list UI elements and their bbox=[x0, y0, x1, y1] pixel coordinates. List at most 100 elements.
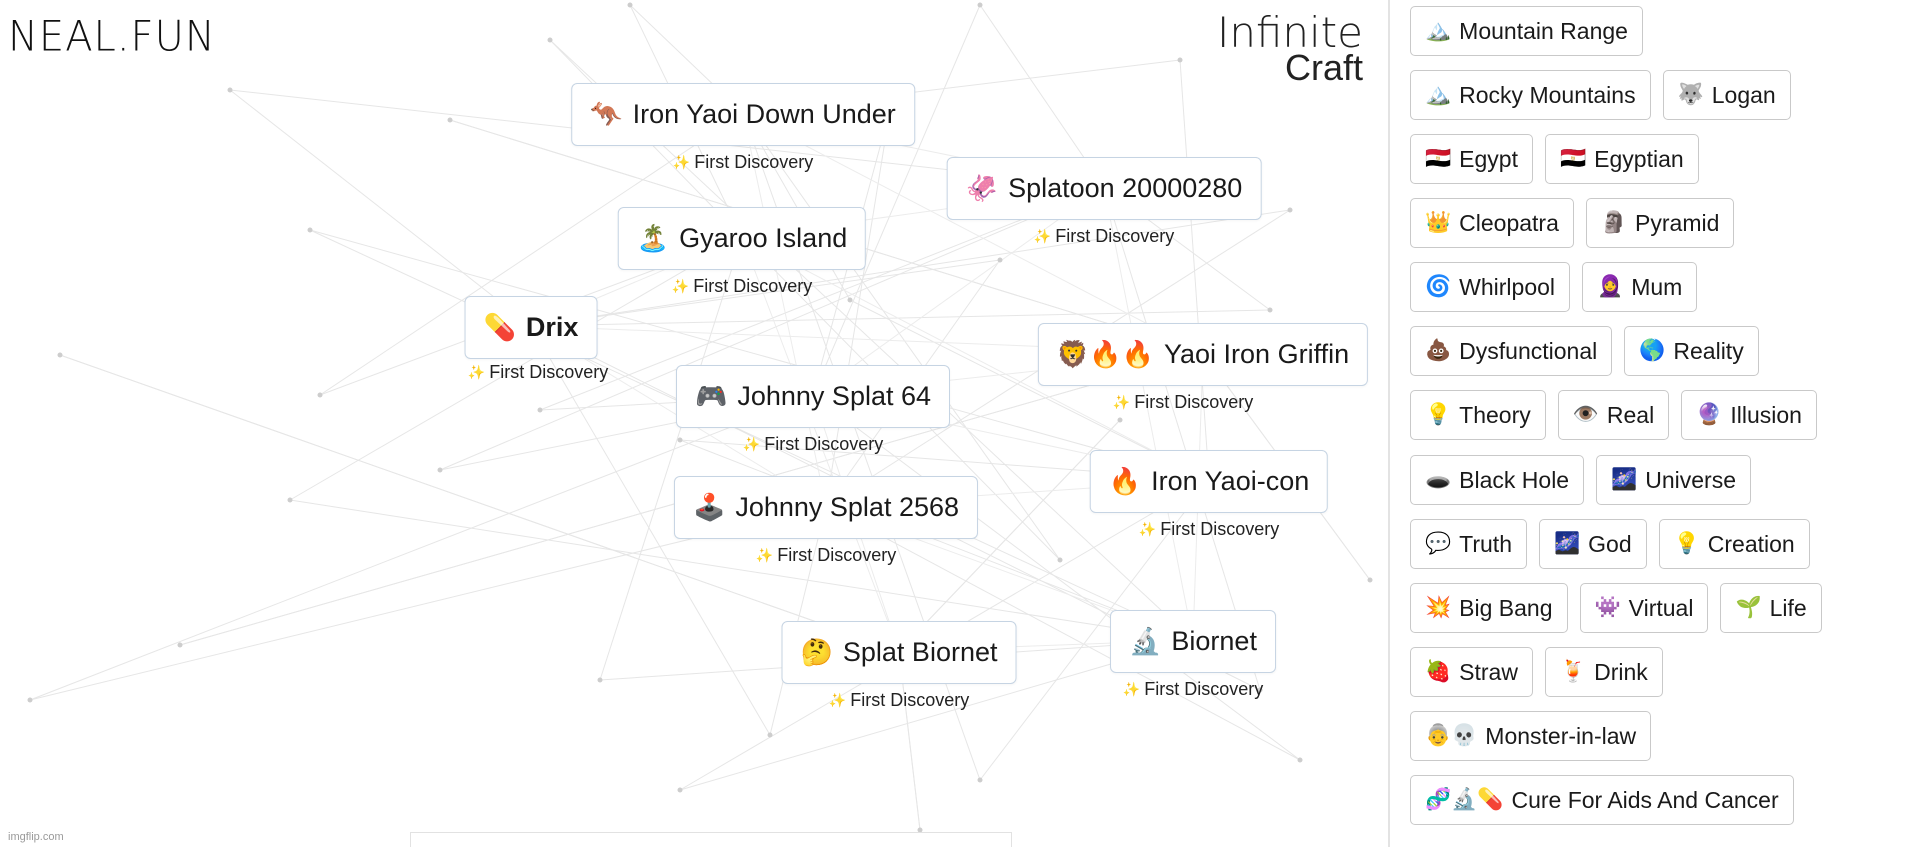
sidebar-item-monster-in-law[interactable]: 👵💀Monster-in-law bbox=[1410, 711, 1652, 761]
item-emoji-icon: 💡 bbox=[1673, 532, 1700, 555]
first-discovery-badge: ✨ First Discovery bbox=[1113, 392, 1253, 413]
canvas-element-gyaroo-island[interactable]: 🏝️ Gyaroo Island bbox=[617, 207, 867, 270]
connection-line bbox=[229, 89, 532, 327]
sidebar-item-cleopatra[interactable]: 👑Cleopatra bbox=[1410, 198, 1574, 248]
canvas-element-splat-biornet[interactable]: 🤔 Splat Biornet bbox=[781, 621, 1017, 684]
connection-line bbox=[439, 186, 1105, 471]
item-label: Creation bbox=[1707, 530, 1795, 557]
connection-line bbox=[289, 499, 1194, 641]
sidebar-item-cure-for-aids-and-cancer[interactable]: 🧬🔬💊Cure For Aids And Cancer bbox=[1410, 775, 1794, 825]
sparkle-icon: ✨ bbox=[742, 436, 761, 452]
sidebar-item-drink[interactable]: 🍹Drink bbox=[1544, 647, 1663, 697]
item-label: Real bbox=[1606, 401, 1655, 428]
sidebar-item-black-hole[interactable]: 🕳️Black Hole bbox=[1410, 455, 1585, 505]
connection-line bbox=[679, 639, 1194, 791]
sidebar-item-illusion[interactable]: 🔮 Illusion bbox=[1681, 390, 1817, 440]
item-emoji-icon: 🔮 bbox=[1696, 403, 1723, 426]
canvas-element-iron-yaoi-down-under[interactable]: 🦘 Iron Yaoi Down Under bbox=[571, 83, 915, 146]
item-emoji-icon: 🕳️ bbox=[1425, 468, 1452, 491]
item-label: Cure For Aids And Cancer bbox=[1511, 786, 1779, 813]
discovery-label: First Discovery bbox=[693, 276, 813, 296]
sparkle-icon: ✨ bbox=[828, 692, 847, 708]
logo-craft-text: Craft bbox=[1284, 47, 1363, 88]
connection-line bbox=[979, 4, 1105, 188]
item-label: Illusion bbox=[1730, 401, 1802, 428]
item-emoji-icon: 👵💀 bbox=[1425, 724, 1478, 747]
sidebar-item-straw[interactable]: 🍓Straw bbox=[1410, 647, 1533, 697]
sidebar-item-real[interactable]: 👁️Real bbox=[1557, 390, 1670, 440]
sidebar-item-logan[interactable]: 🐺Logan bbox=[1662, 70, 1791, 120]
particle-dot bbox=[767, 732, 773, 738]
canvas-element-splatoon-20000280[interactable]: 🦑 Splatoon 20000280 bbox=[946, 157, 1262, 220]
connection-line bbox=[530, 325, 771, 736]
sidebar-row: 💬Truth🌌God 💡 Creation bbox=[1410, 519, 1810, 569]
connection-line bbox=[742, 112, 827, 507]
sidebar-item-virtual[interactable]: 👾Virtual bbox=[1579, 583, 1709, 633]
sidebar-item-mum[interactable]: 🧕Mum bbox=[1582, 262, 1698, 312]
sparkle-icon: ✨ bbox=[755, 547, 774, 563]
discovery-label: First Discovery bbox=[1055, 226, 1175, 246]
connection-line bbox=[679, 439, 1194, 641]
item-label: Mountain Range bbox=[1459, 17, 1628, 44]
sidebar-item-mountain-range[interactable]: 🏔️Mountain Range bbox=[1410, 6, 1643, 56]
particle-dot bbox=[1257, 687, 1263, 693]
item-emoji-icon: 🐺 bbox=[1677, 83, 1704, 106]
particle-dot bbox=[1297, 757, 1303, 763]
sidebar-item-rocky-mountains[interactable]: 🏔️Rocky Mountains bbox=[1410, 70, 1651, 120]
sidebar-row: 🍓Straw🍹Drink bbox=[1410, 647, 1663, 697]
particle-dot bbox=[1267, 307, 1273, 313]
first-discovery-badge: ✨ First Discovery bbox=[672, 276, 812, 297]
sparkle-icon: ✨ bbox=[1112, 394, 1131, 410]
sidebar-item-egypt[interactable]: 🇪🇬Egypt bbox=[1410, 134, 1533, 184]
connection-line bbox=[742, 112, 1061, 561]
canvas-element-biornet[interactable]: 🔬 Biornet bbox=[1110, 610, 1276, 673]
sparkle-icon: ✨ bbox=[1033, 228, 1052, 244]
sidebar-row: 👵💀Monster-in-law bbox=[1410, 711, 1652, 761]
element-label: Gyaroo Island bbox=[679, 223, 848, 253]
element-sidebar[interactable]: 🏔️Mountain Range 🏔️Rocky Mountains🐺Logan 🇪… bbox=[1388, 0, 1911, 847]
bottom-panel bbox=[410, 832, 1012, 847]
crafting-canvas[interactable]: NEAL.FUN Infinite Craft 🦘 Iron Yaoi Down… bbox=[0, 0, 1387, 847]
sidebar-item-egyptian[interactable]: 🇪🇬Egyptian bbox=[1544, 134, 1699, 184]
connection-line bbox=[59, 354, 900, 652]
neal-fun-logo[interactable]: NEAL.FUN bbox=[8, 12, 216, 62]
sidebar-item-god[interactable]: 🌌God bbox=[1538, 519, 1647, 569]
particle-dot bbox=[437, 467, 443, 473]
particle-dot bbox=[997, 257, 1003, 263]
item-emoji-icon: 💩 bbox=[1425, 339, 1452, 362]
first-discovery-badge: ✨ First Discovery bbox=[468, 362, 608, 383]
sidebar-item-reality[interactable]: 🌎Reality bbox=[1624, 326, 1759, 376]
canvas-element-yaoi-iron-griffin[interactable]: 🦁🔥🔥 Yaoi Iron Griffin bbox=[1037, 323, 1369, 386]
sidebar-item-dysfunctional[interactable]: 💩Dysfunctional bbox=[1410, 326, 1613, 376]
sidebar-item-life[interactable]: 🌱Life bbox=[1720, 583, 1822, 633]
sidebar-row: 🧬🔬💊Cure For Aids And Cancer bbox=[1410, 775, 1794, 825]
item-label: Egypt bbox=[1459, 145, 1518, 172]
canvas-element-johnny-splat-64[interactable]: 🎮 Johnny Splat 64 bbox=[675, 365, 951, 428]
item-label: Reality bbox=[1673, 337, 1744, 364]
item-emoji-icon: 🌌 bbox=[1553, 532, 1581, 555]
canvas-element-iron-yaoi-con[interactable]: 🔥 Iron Yaoi-con bbox=[1089, 450, 1329, 513]
sidebar-item-truth[interactable]: 💬Truth bbox=[1410, 519, 1527, 569]
game-controller-icon: 🎮 bbox=[694, 381, 728, 411]
sidebar-item-universe[interactable]: 🌌Universe bbox=[1596, 455, 1752, 505]
item-emoji-icon: 👾 bbox=[1594, 596, 1621, 619]
sidebar-item-pyramid[interactable]: 🗿Pyramid bbox=[1585, 198, 1735, 248]
sidebar-item-whirlpool[interactable]: 🌀Whirlpool bbox=[1410, 262, 1571, 312]
discovery-label: First Discovery bbox=[1144, 679, 1264, 699]
discovery-label: First Discovery bbox=[1160, 519, 1280, 539]
first-discovery-badge: ✨ First Discovery bbox=[673, 152, 813, 173]
connection-line bbox=[309, 229, 1210, 481]
connection-line bbox=[599, 236, 743, 681]
discovery-label: First Discovery bbox=[764, 434, 884, 454]
element-label: Biornet bbox=[1171, 626, 1257, 656]
sidebar-item-big-bang[interactable]: 💥Big Bang bbox=[1410, 583, 1568, 633]
sidebar-item-creation[interactable]: 💡 Creation bbox=[1658, 519, 1810, 569]
canvas-element-johnny-splat-2568[interactable]: 🕹️ Johnny Splat 2568 bbox=[673, 476, 979, 539]
thinking-face-icon: 🤔 bbox=[800, 637, 833, 667]
canvas-element-drix[interactable]: 💊 Drix bbox=[464, 296, 598, 359]
particle-dot bbox=[597, 677, 603, 683]
item-emoji-icon: 🧕 bbox=[1597, 275, 1624, 298]
connection-line bbox=[530, 259, 1001, 327]
sidebar-item-theory[interactable]: 💡Theory bbox=[1410, 390, 1546, 440]
connection-line bbox=[29, 394, 814, 701]
